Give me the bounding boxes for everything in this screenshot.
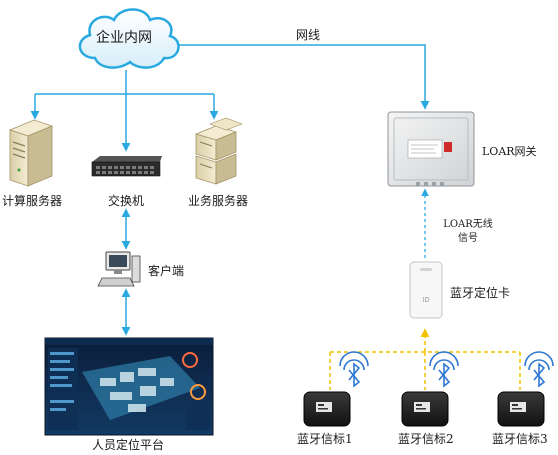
client-computer-icon <box>97 251 141 287</box>
intranet-bus <box>30 70 219 152</box>
enterprise-intranet-cloud <box>78 8 180 69</box>
personnel-positioning-platform-screenshot <box>44 337 214 436</box>
beacon-3-label: 蓝牙信标3 <box>492 432 548 446</box>
svg-text:ID: ID <box>422 296 429 304</box>
network-switch-icon <box>91 156 162 177</box>
network-cable-label: 网线 <box>296 28 321 42</box>
bluetooth-signal-links <box>329 328 521 390</box>
bluetooth-signal-icon-1 <box>339 351 369 388</box>
platform-label: 人员定位平台 <box>92 438 165 452</box>
client-label: 客户端 <box>148 264 185 278</box>
bluetooth-positioning-card-icon: ID <box>409 261 443 319</box>
bluetooth-signal-icon-2 <box>429 351 459 388</box>
switch-label: 交换机 <box>108 194 145 208</box>
bluetooth-beacon-2-icon <box>401 391 449 427</box>
card-label: 蓝牙定位卡 <box>450 286 511 300</box>
business-server-label: 业务服务器 <box>188 194 249 208</box>
wireless-label-line2: 信号 <box>458 233 478 244</box>
compute-server-icon <box>8 119 54 187</box>
network-cable-link <box>168 40 430 110</box>
compute-server-label: 计算服务器 <box>2 194 63 208</box>
loar-gateway-icon <box>387 111 475 187</box>
beacon-1-label: 蓝牙信标1 <box>297 432 353 446</box>
bluetooth-beacon-1-icon <box>303 391 351 427</box>
bluetooth-beacon-3-icon <box>497 391 545 427</box>
cloud-label: 企业内网 <box>96 30 152 46</box>
gateway-label: LOAR网关 <box>482 145 537 158</box>
business-server-icon <box>194 117 243 185</box>
bluetooth-signal-icon-3 <box>524 351 554 388</box>
wireless-label-line1: LOAR无线 <box>443 219 493 230</box>
beacon-2-label: 蓝牙信标2 <box>398 432 454 446</box>
